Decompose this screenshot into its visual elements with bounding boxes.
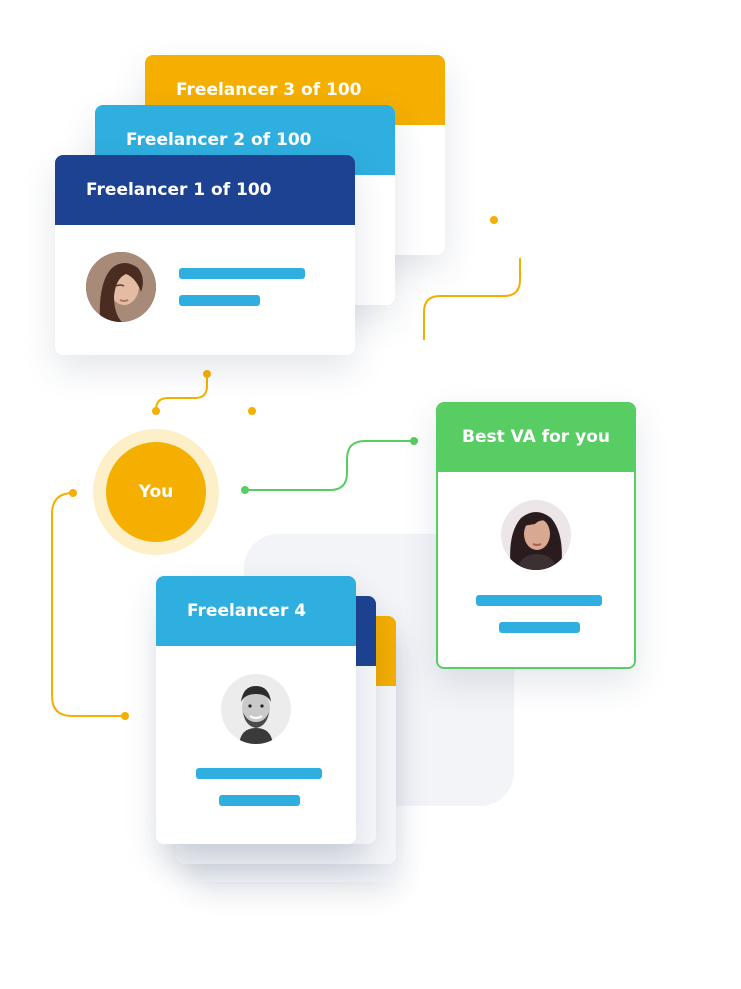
best-va-card[interactable]: Best VA for you	[436, 402, 636, 669]
connector-green	[245, 440, 414, 491]
dot-green-1	[241, 486, 249, 494]
dot-orange-2	[203, 370, 211, 378]
dot-orange-4	[248, 407, 256, 415]
freelancer-1-header: Freelancer 1 of 100	[55, 155, 355, 225]
dot-orange-6	[121, 712, 129, 720]
best-va-header: Best VA for you	[438, 404, 634, 472]
name-placeholder-bar	[196, 768, 322, 779]
dot-green-2	[410, 437, 418, 445]
connector-orange-top	[155, 374, 208, 411]
dot-orange-1	[490, 216, 498, 224]
name-placeholder-bar	[179, 268, 305, 279]
connector-orange-left	[51, 492, 125, 717]
dot-orange-5	[69, 489, 77, 497]
detail-placeholder-bar	[179, 295, 260, 306]
dot-orange-3	[152, 407, 160, 415]
you-node[interactable]: You	[106, 442, 206, 542]
connector-orange-right	[423, 258, 521, 340]
freelancer-4-header: Freelancer 4	[156, 576, 356, 646]
avatar-woman-dark-hair-icon	[501, 500, 571, 570]
freelancer-1-card[interactable]: Freelancer 1 of 100	[55, 155, 355, 355]
avatar-man-bearded-icon	[221, 674, 291, 744]
freelancer-4-card[interactable]: Freelancer 4	[156, 576, 356, 844]
avatar-woman-portrait-icon	[86, 252, 156, 322]
detail-placeholder-bar	[219, 795, 300, 806]
name-placeholder-bar	[476, 595, 602, 606]
you-label: You	[138, 482, 174, 502]
detail-placeholder-bar	[499, 622, 580, 633]
